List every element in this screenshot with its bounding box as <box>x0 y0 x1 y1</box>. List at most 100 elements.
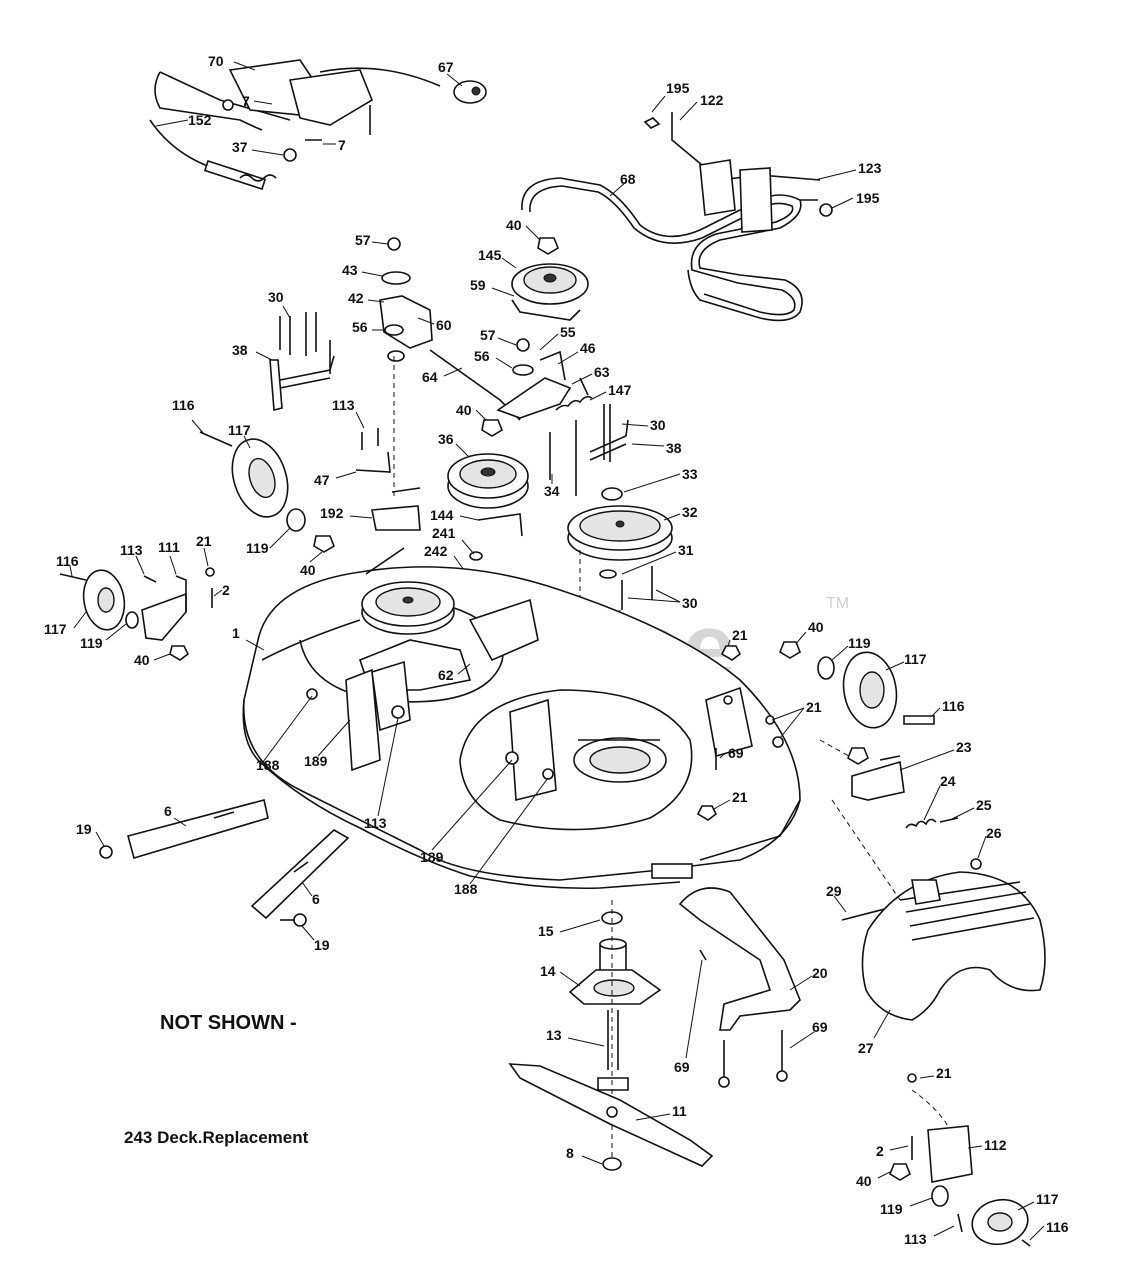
deflector-assembly <box>819 739 1046 1021</box>
callout-23: 23 <box>956 739 972 755</box>
wheel-upper-left <box>199 431 335 553</box>
callout-56a: 56 <box>352 319 368 335</box>
callout-117b: 117 <box>44 621 67 637</box>
callout-145: 145 <box>478 247 502 263</box>
callouts-front-links: 6 19 6 19 <box>76 803 330 953</box>
callout-42: 42 <box>348 290 364 306</box>
callouts-left-bracket: 30 38 <box>232 289 291 361</box>
blade-11 <box>508 1063 714 1171</box>
callouts-right-bracket: 30 38 33 34 <box>544 417 698 499</box>
callout-7b: 7 <box>338 137 346 153</box>
callout-113a: 113 <box>332 397 355 413</box>
callout-59: 59 <box>470 277 486 293</box>
callouts-wheel-upper-left: 116 117 119 40 <box>172 397 323 578</box>
belt-assembly <box>521 112 833 322</box>
callout-119c: 119 <box>848 635 871 651</box>
callout-31: 31 <box>678 542 694 558</box>
callout-189a: 189 <box>304 753 328 769</box>
callout-144: 144 <box>430 507 454 523</box>
callout-60: 60 <box>436 317 452 333</box>
callout-113b: 113 <box>120 542 143 558</box>
callout-117a: 117 <box>228 422 251 438</box>
wheel-right <box>779 641 935 729</box>
callout-69a: 69 <box>728 745 744 761</box>
callouts-deflector: 23 24 25 26 29 27 <box>826 739 1002 1056</box>
callout-188a: 188 <box>256 757 280 773</box>
callout-117d: 117 <box>1036 1191 1059 1207</box>
callout-46: 46 <box>580 340 596 356</box>
callout-69c: 69 <box>812 1019 828 1035</box>
callout-119b: 119 <box>80 635 103 651</box>
callouts-top-left: 70 67 7 7 152 37 <box>155 53 463 156</box>
callout-242: 242 <box>424 543 448 559</box>
callout-27: 27 <box>858 1040 874 1056</box>
callouts-pulley-32: 32 31 30 <box>621 504 698 611</box>
callout-119d: 119 <box>880 1201 903 1217</box>
callout-19a: 19 <box>76 821 92 837</box>
callout-188b: 188 <box>454 881 478 897</box>
callouts-241-242: 241 242 <box>424 525 475 571</box>
callout-40c: 40 <box>300 562 316 578</box>
callout-30b: 30 <box>650 417 666 433</box>
callouts-belt: 195 122 68 123 195 <box>609 80 882 209</box>
callouts-wheel-right: 119 117 116 <box>831 635 965 717</box>
callout-2b: 2 <box>876 1143 884 1159</box>
pulley-32 <box>567 505 673 760</box>
callout-116d: 116 <box>1046 1219 1069 1235</box>
callout-33: 33 <box>682 466 698 482</box>
callout-113d: 113 <box>904 1231 927 1247</box>
watermark-trademark: TM <box>826 595 849 612</box>
callout-38b: 38 <box>666 440 682 456</box>
wheel-left <box>59 567 215 661</box>
callout-119a: 119 <box>246 540 269 556</box>
callout-21a: 21 <box>196 533 212 549</box>
callout-21d: 21 <box>732 789 748 805</box>
callout-34: 34 <box>544 483 560 499</box>
callout-14: 14 <box>540 963 556 979</box>
callout-26: 26 <box>986 825 1002 841</box>
callout-111: 111 <box>158 539 180 555</box>
callout-24: 24 <box>940 773 956 789</box>
spindle-assembly <box>568 900 662 1160</box>
not-shown-item: 243 Deck.Replacement <box>124 1128 309 1147</box>
callout-195a: 195 <box>666 80 690 96</box>
callout-38a: 38 <box>232 342 248 358</box>
callout-47: 47 <box>314 472 330 488</box>
callout-56b: 56 <box>474 348 490 364</box>
lift-linkage-assembly <box>149 59 487 191</box>
callout-123: 123 <box>858 160 882 176</box>
callout-57b: 57 <box>480 327 496 343</box>
callout-63: 63 <box>594 364 610 380</box>
callout-192: 192 <box>320 505 344 521</box>
callout-21b: 21 <box>732 627 748 643</box>
callout-241: 241 <box>432 525 456 541</box>
callout-15: 15 <box>538 923 554 939</box>
callout-19b: 19 <box>314 937 330 953</box>
front-bracket-20 <box>678 887 801 1088</box>
callout-11: 11 <box>672 1103 687 1119</box>
callout-152: 152 <box>188 112 212 128</box>
callouts-wheel-left: 116 113 111 21 2 117 119 40 <box>44 533 230 668</box>
idler-tensioner-assembly <box>379 237 593 437</box>
callout-30c: 30 <box>682 595 698 611</box>
callout-55: 55 <box>560 324 576 340</box>
callout-21c: 21 <box>806 699 822 715</box>
callouts-spindle: 15 14 13 11 8 <box>538 919 687 1165</box>
callout-2a: 2 <box>222 582 230 598</box>
callout-20: 20 <box>812 965 828 981</box>
callout-6a: 6 <box>164 803 172 819</box>
callout-116a: 116 <box>172 397 195 413</box>
callout-7a: 7 <box>242 93 250 109</box>
not-shown-heading: NOT SHOWN - <box>160 1012 297 1034</box>
callout-69b: 69 <box>674 1059 690 1075</box>
callouts-left-mount: 113 47 192 <box>314 397 373 521</box>
callout-113c: 113 <box>364 815 387 831</box>
callout-37: 37 <box>232 139 248 155</box>
left-mount-assembly <box>355 356 421 531</box>
callout-8: 8 <box>566 1145 574 1161</box>
callout-40d: 40 <box>134 652 150 668</box>
front-link-left <box>99 799 269 860</box>
knob-67 <box>453 80 487 104</box>
callout-1: 1 <box>232 625 240 641</box>
